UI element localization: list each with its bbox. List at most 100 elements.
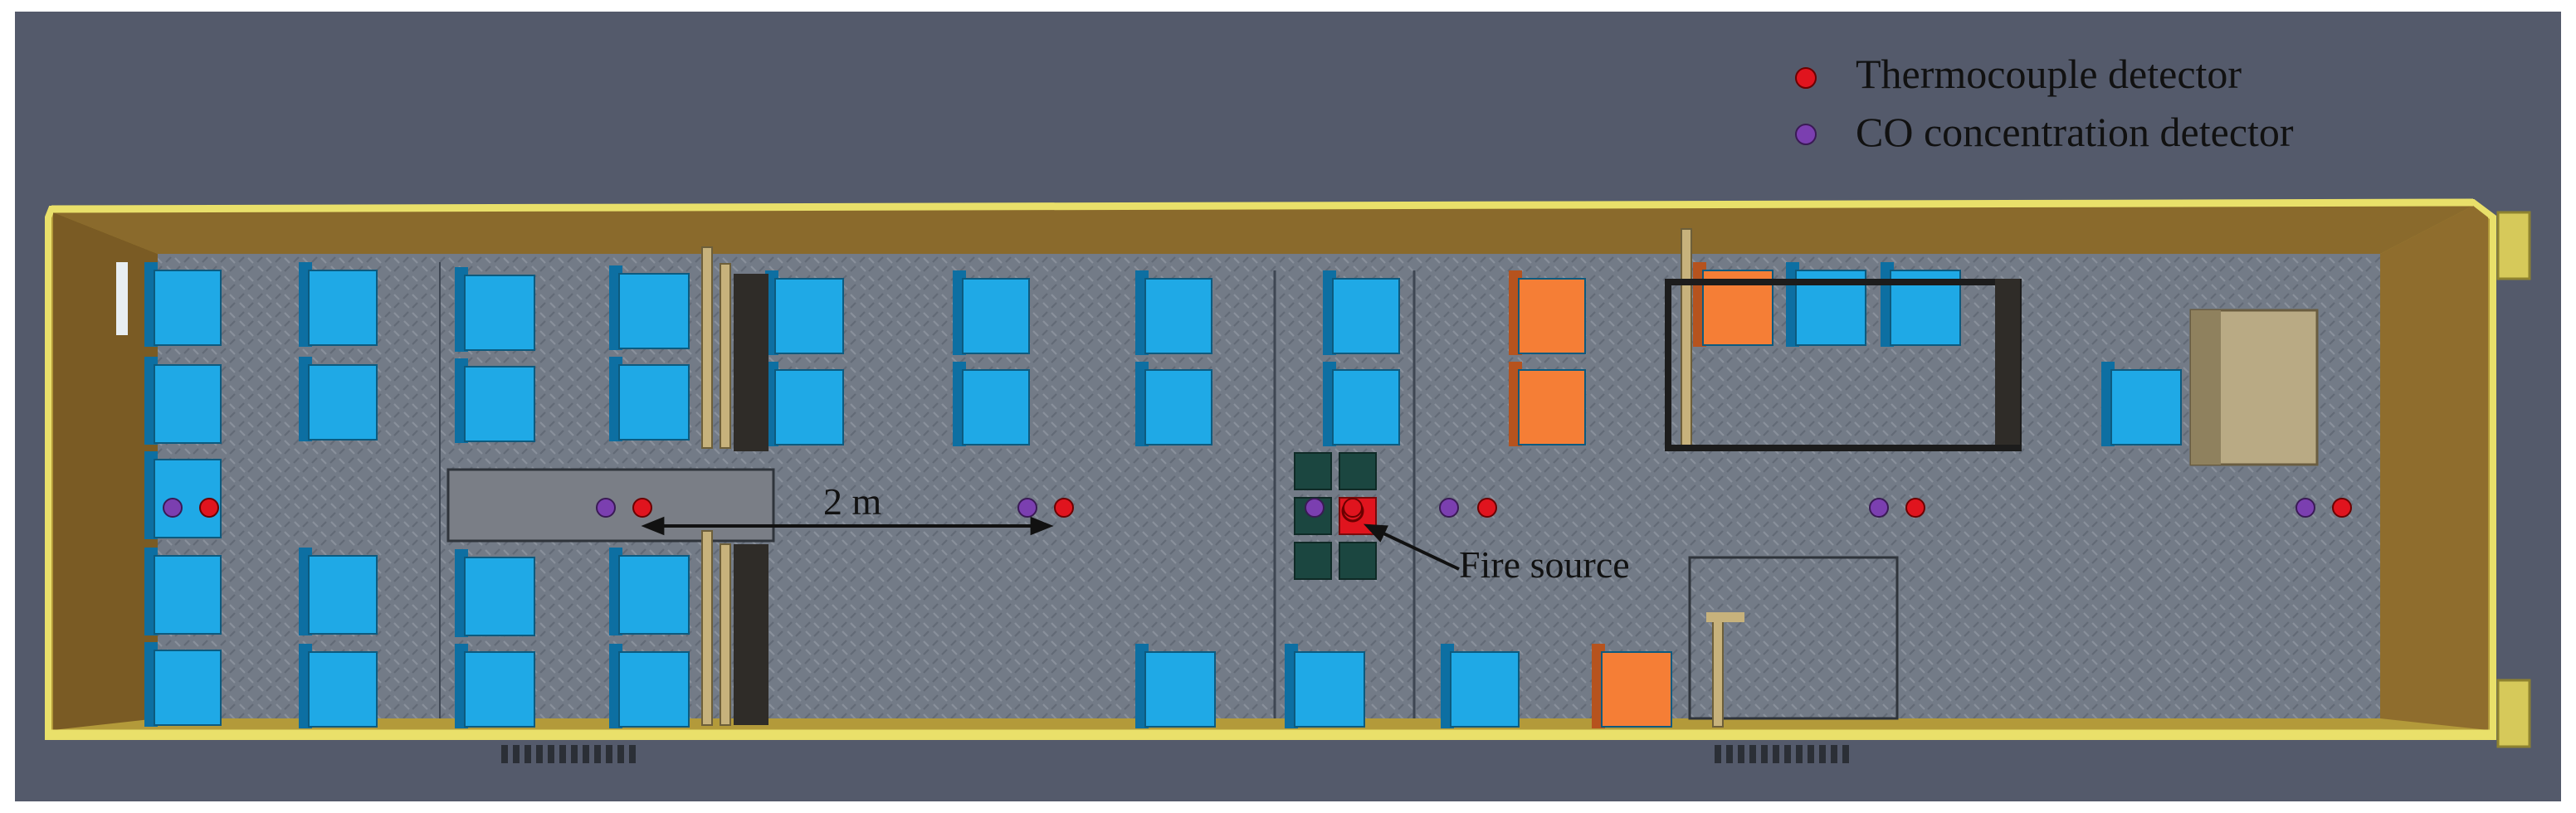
co-detector-dot-icon [1305,498,1325,518]
top-wall-inner [53,206,2473,254]
seat-cushion [308,270,378,346]
support-post [720,543,731,726]
seat-cushion [464,557,535,636]
seat-cushion [1144,278,1212,354]
seat-cushion [464,366,535,442]
floor-vent [1842,745,1849,763]
thermocouple-dot-icon [2332,498,2352,518]
left-wall-inner [53,212,158,730]
support-post [720,263,731,449]
co-detector-dot-icon [596,498,616,518]
floor-vent [559,745,566,763]
door-hinge [2496,679,2531,748]
fire-grid-cell [1294,452,1332,490]
seat-cushion [308,364,378,441]
thermocouple-dot-icon [1054,498,1074,518]
seat-cushion [308,555,378,635]
floor-vent [1749,745,1756,763]
seat-cushion [464,651,535,728]
seat-cushion [154,555,222,635]
floor-vent [606,745,612,763]
seat-cushion [774,278,844,354]
seat-cushion [774,369,844,445]
legend-label-thermocouple: Thermocouple detector [1856,51,2242,97]
floor-vent [513,745,520,763]
seat-cushion [962,369,1030,445]
support-post [1681,228,1692,449]
co-detector-dot-icon [1017,498,1037,518]
thermocouple-dot-icon [1343,498,1363,518]
floor-vent [1726,745,1733,763]
floor-vent [617,745,624,763]
seat-cushion [1518,369,1586,445]
rack-panel [734,544,768,725]
support-post [1712,613,1724,728]
seat-cushion [618,651,690,728]
floor-vent [1831,745,1837,763]
floor-vent [1715,745,1721,763]
floor-vent [629,745,636,763]
floor-vent [1796,745,1803,763]
floor-vent [524,745,531,763]
rack-panel [1995,279,2020,445]
cabinet-side [2191,310,2221,465]
floor-vent [1808,745,1814,763]
seat-cushion [1450,651,1520,728]
co-detector-dot-icon [163,498,183,518]
co-detector-dot-icon [1869,498,1889,518]
seat-cushion [2110,369,2182,445]
seat-cushion [1144,369,1212,445]
co-detector-dot-icon [1439,498,1459,518]
seat-cushion [1518,278,1586,354]
seat-cushion [308,651,378,728]
support-post [701,530,713,726]
floor-vent [1784,745,1791,763]
fire-grid-cell [1339,452,1377,490]
fire-grid-cell [1294,542,1332,580]
door-hinge [2496,211,2531,280]
co-detector-dot-icon [1795,124,1817,145]
thermocouple-dot-icon [1795,67,1817,89]
rack-panel [734,274,768,451]
floor-vent [1773,745,1779,763]
seat-cushion [618,273,690,349]
seat-cushion [1332,369,1400,445]
floor-vent [594,745,601,763]
floor-vent [1761,745,1768,763]
fire-grid-cell [1339,542,1377,580]
floor-vent [548,745,554,763]
seat-cushion [1294,651,1365,728]
fire-source-label: Fire source [1459,543,1630,586]
seat-cushion [618,364,690,441]
seat-cushion [618,555,690,635]
support-post [701,246,713,449]
top-rim [51,198,2474,213]
floor-vent [501,745,508,763]
floor-vent [583,745,589,763]
door-frame [1688,556,1899,720]
seat-back [116,262,128,335]
floor-vent [1738,745,1744,763]
co-detector-dot-icon [2295,498,2315,518]
seat-cushion [1144,651,1216,728]
seat-cushion [154,364,222,444]
seat-cushion [1332,278,1400,354]
fire-source-arrow [1363,523,1460,571]
thermocouple-dot-icon [1905,498,1925,518]
thermocouple-dot-icon [1477,498,1497,518]
seat-cushion [1601,651,1672,728]
legend-label-co-detector: CO concentration detector [1856,109,2294,155]
thermocouple-dot-icon [199,498,219,518]
seat-cushion [962,278,1030,354]
thermocouple-dot-icon [632,498,652,518]
support-post [1706,612,1744,622]
seat-cushion [154,650,222,726]
right-wall-inner [2380,206,2488,730]
seat-cushion [154,270,222,346]
distance-label: 2 m [823,480,882,523]
floor-vent [1819,745,1826,763]
seat-cushion [464,275,535,351]
floor-vent [536,745,543,763]
